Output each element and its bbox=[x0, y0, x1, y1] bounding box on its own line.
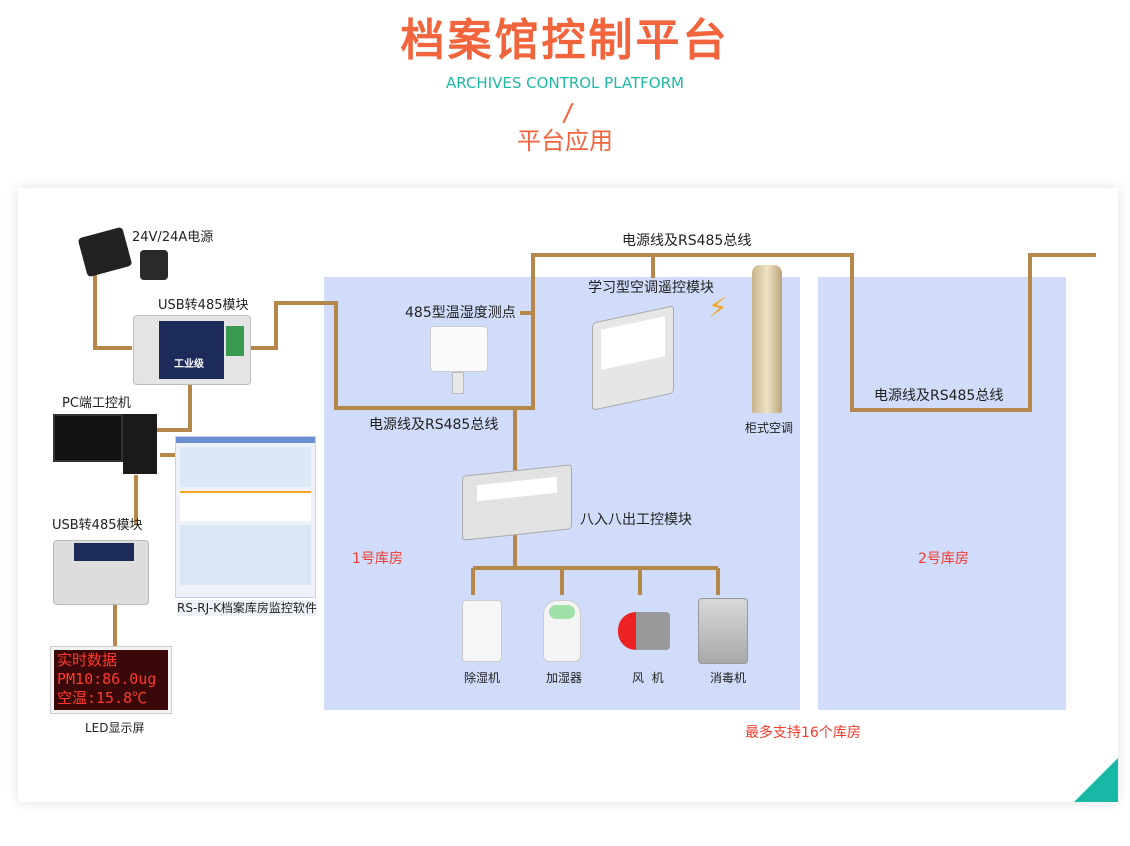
pc-label: PC端工控机 bbox=[62, 396, 131, 411]
monitor-icon bbox=[53, 414, 123, 462]
wire-bus bbox=[250, 253, 1096, 412]
humidifier-icon bbox=[543, 600, 581, 662]
room-1-name: 1号库房 bbox=[352, 551, 403, 567]
usb-module-1-label: USB转485模块 bbox=[158, 298, 249, 313]
bus-label-room1: 电源线及RS485总线 bbox=[369, 417, 499, 433]
page-subtitle: ARCHIVES CONTROL PLATFORM bbox=[446, 74, 684, 92]
led-line: 实时数据 bbox=[57, 651, 118, 669]
room-2-name: 2号库房 bbox=[918, 551, 969, 567]
usb-module-2-label: USB转485模块 bbox=[52, 518, 143, 533]
footer-note: 最多支持16个库房 bbox=[745, 725, 861, 741]
section-title: 平台应用 bbox=[517, 127, 613, 155]
fan-icon bbox=[618, 612, 670, 650]
power-plug-icon bbox=[140, 250, 168, 280]
io-module-device bbox=[462, 464, 572, 541]
ac-module-device bbox=[592, 305, 674, 411]
cabinet-ac-device bbox=[752, 265, 782, 413]
page-title: 档案馆控制平台 bbox=[400, 15, 730, 66]
pc-tower-icon bbox=[123, 414, 157, 474]
ac-module-label: 学习型空调遥控模块 bbox=[588, 280, 714, 296]
wire-power bbox=[93, 262, 132, 350]
led-label: LED显示屏 bbox=[85, 721, 145, 735]
wire-usb-pc bbox=[155, 385, 192, 432]
device-label: 消毒机 bbox=[710, 671, 747, 685]
device-label: 加湿器 bbox=[546, 671, 583, 685]
usb-module-2-device bbox=[53, 540, 149, 605]
sensor-probe bbox=[452, 372, 464, 394]
sensor-device bbox=[430, 326, 488, 372]
led-line: 空温:15.8℃ bbox=[57, 689, 148, 707]
wireless-signal-icon: ⚡ bbox=[708, 291, 728, 324]
usb-module-1-device: 工业级 bbox=[133, 315, 251, 385]
device-label: 风 机 bbox=[632, 671, 664, 685]
device-label: 除湿机 bbox=[464, 671, 501, 685]
power-label: 24V/24A电源 bbox=[132, 230, 214, 245]
sensor-label: 485型温湿度测点 bbox=[405, 305, 516, 321]
io-module-label: 八入八出工控模块 bbox=[580, 512, 692, 528]
led-line: PM10:86.0ug bbox=[57, 670, 157, 688]
led-display: 实时数据 PM10:86.0ug 空温:15.8℃ bbox=[50, 646, 172, 714]
corner-decoration bbox=[1074, 758, 1118, 802]
bus-label-right: 电源线及RS485总线 bbox=[874, 388, 1004, 404]
ac-label: 柜式空调 bbox=[745, 421, 794, 435]
wire-devices bbox=[471, 535, 720, 595]
usb-badge: 工业级 bbox=[174, 359, 204, 370]
software-screenshot bbox=[175, 436, 316, 598]
disinfector-icon bbox=[698, 598, 748, 664]
dehumidifier-icon bbox=[462, 600, 502, 662]
room-2 bbox=[818, 277, 1066, 710]
software-label: RS-RJ-K档案库房监控软件 bbox=[177, 600, 317, 616]
bus-label-top: 电源线及RS485总线 bbox=[622, 233, 752, 249]
